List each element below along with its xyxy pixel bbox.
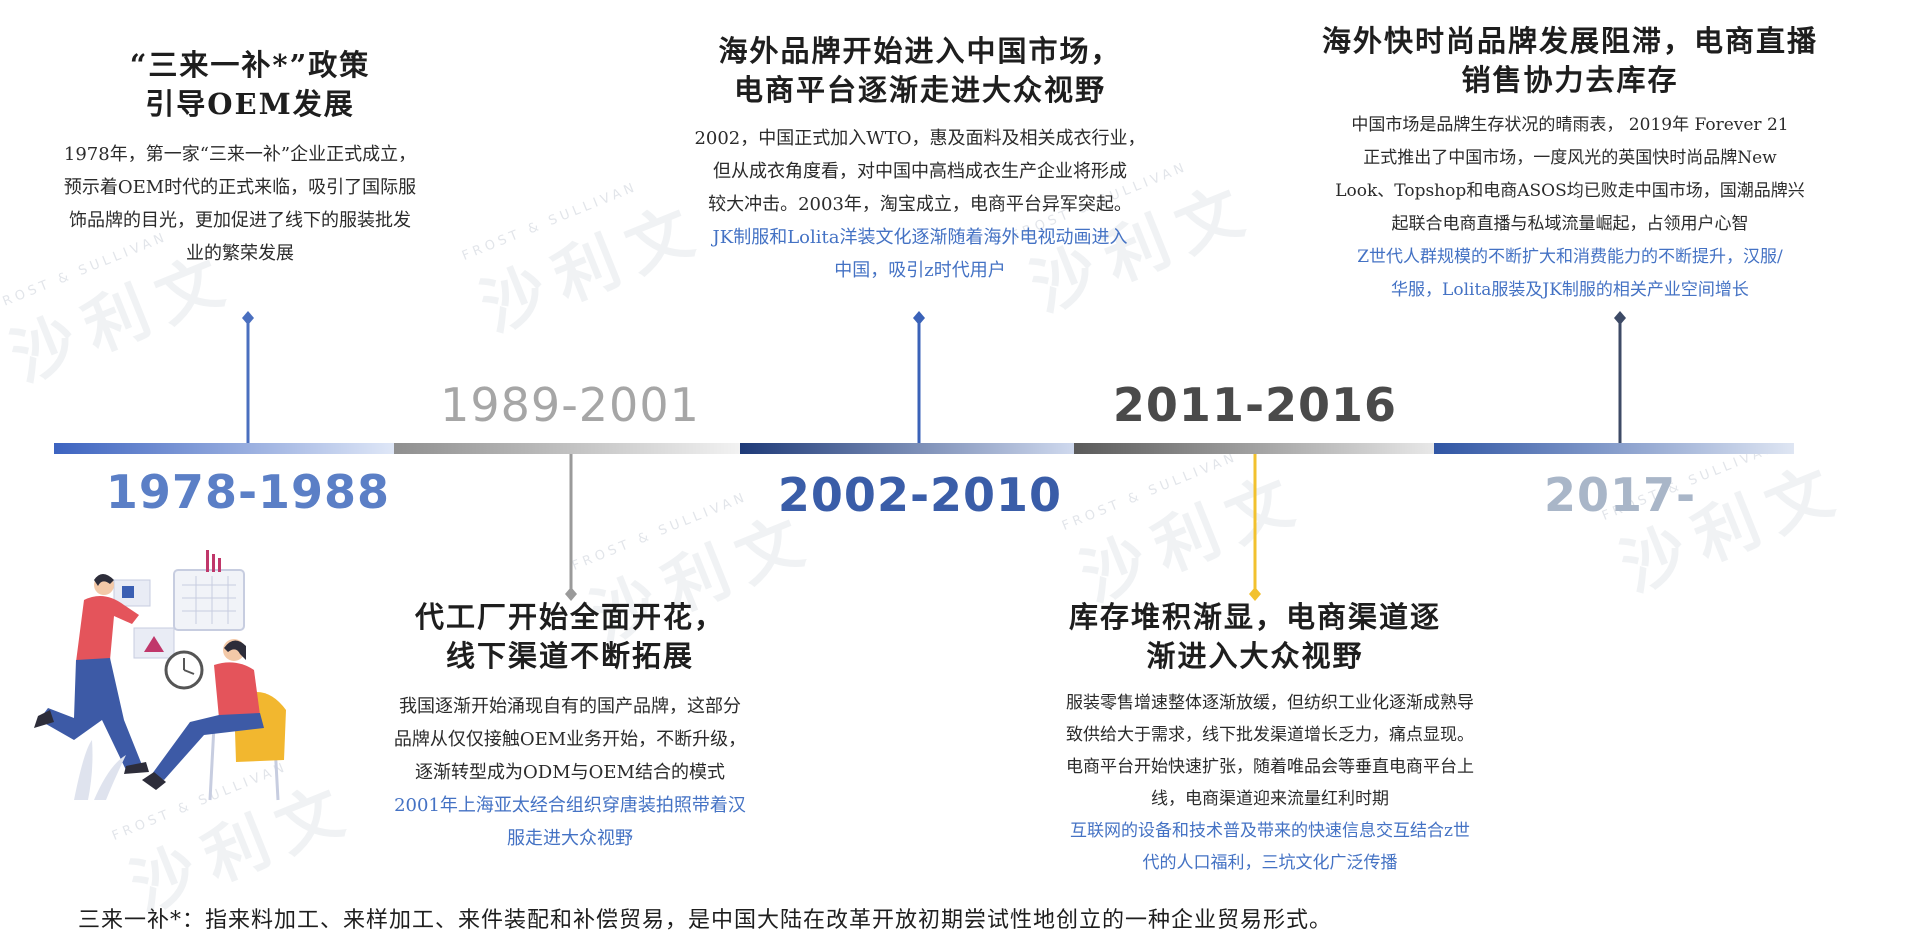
period-5-description: 中国市场是品牌生存状况的晴雨表， 2019年 Forever 21 正式推出了中… xyxy=(1335,115,1805,300)
connector-2-diamond xyxy=(565,587,577,601)
period-4-heading: 库存堆积渐显，电商渠道逐 渐进入大众视野 xyxy=(1068,600,1441,673)
timeline-bar-1 xyxy=(54,443,394,454)
connector-4-diamond xyxy=(1249,587,1261,601)
connector-5-diamond xyxy=(1614,311,1626,325)
connector-3-diamond xyxy=(913,311,925,325)
timeline-bar-5 xyxy=(1434,443,1794,454)
period-1-heading: “三来一补*”政策 引导OEM发展 xyxy=(129,48,371,121)
timeline-bar-3 xyxy=(740,443,1074,454)
period-2-description: 我国逐渐开始涌现自有的国产品牌，这部分 品牌从仅仅接触OEM业务开始，不断升级，… xyxy=(393,696,747,849)
period-1-description: 1978年，第一家“三来一补”企业正式成立， 预示着OEM时代的正式来临，吸引了… xyxy=(63,144,417,264)
year-label-1989-2001: 1989-2001 xyxy=(440,378,700,432)
timeline-bar-2 xyxy=(394,443,740,454)
connector-1-diamond xyxy=(242,311,254,325)
year-label-1978-1988: 1978-1988 xyxy=(105,465,391,519)
timeline-bar-4 xyxy=(1074,443,1434,454)
period-3-description: 2002，中国正式加入WTO，惠及面料及相关成衣行业， 但从成衣角度看，对中国中… xyxy=(694,128,1146,281)
period-4-description: 服装零售增速整体逐渐放缓，但纺织工业化逐渐成熟导 致供给大于需求，线下批发渠道增… xyxy=(1066,693,1474,873)
year-label-2011-2016: 2011-2016 xyxy=(1112,378,1398,432)
period-2-heading: 代工厂开始全面开花， 线下渠道不断拓展 xyxy=(414,600,725,673)
office-workers-illustration-icon xyxy=(34,550,286,801)
period-5-heading: 海外快时尚品牌发展阻滞，电商直播 销售协力去库存 xyxy=(1321,24,1818,97)
year-label-2017: 2017- xyxy=(1543,468,1697,522)
footnote: 三来一补*：指来料加工、来样加工、来件装配和补偿贸易，是中国大陆在改革开放初期尝… xyxy=(78,908,1333,933)
period-3-heading: 海外品牌开始进入中国市场， 电商平台逐渐走进大众视野 xyxy=(718,34,1122,107)
year-label-2002-2010: 2002-2010 xyxy=(777,468,1063,522)
